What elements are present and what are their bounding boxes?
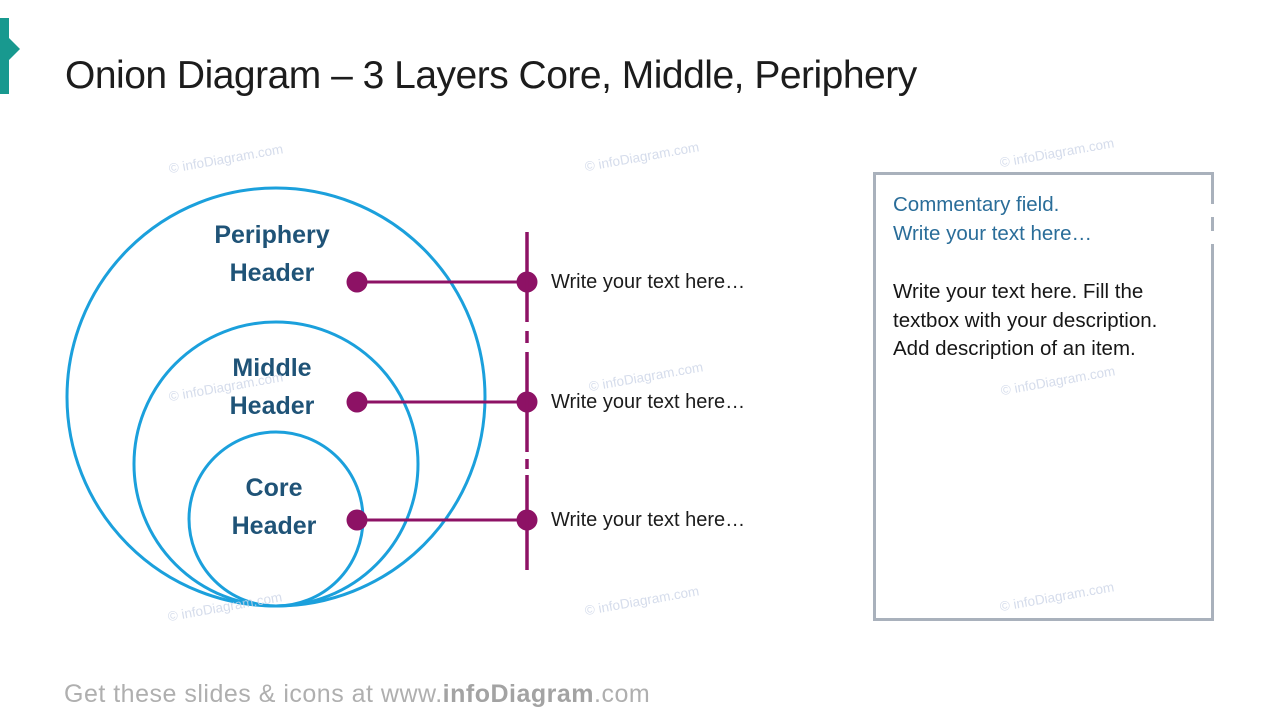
page-title: Onion Diagram – 3 Layers Core, Middle, P…	[65, 54, 917, 98]
middle-note-placeholder[interactable]: Write your text here…	[551, 391, 746, 413]
periphery-note-placeholder[interactable]: Write your text here…	[551, 271, 746, 293]
periphery-connector-dot-left	[346, 271, 368, 293]
footer-suffix: .com	[594, 680, 651, 708]
core-layer-label[interactable]: Core Header	[231, 474, 317, 540]
accent-bar	[0, 18, 9, 94]
footer-prefix: Get these slides & icons at www.	[64, 680, 443, 708]
accent-chevron-icon	[9, 38, 20, 60]
footer-brand: infoDiagram	[442, 680, 595, 708]
commentary-box[interactable]	[873, 172, 1214, 621]
core-connector-dot-left	[346, 509, 368, 531]
commentary-box-border-gap-bottom	[1205, 231, 1217, 244]
core-note-placeholder[interactable]: Write your text here…	[551, 509, 746, 531]
commentary-box-border-gap-top	[1205, 204, 1217, 217]
middle-connector-dot-left	[346, 391, 368, 413]
commentary-heading[interactable]: Commentary field. Write your text here…	[893, 193, 1092, 245]
footer-credit: Get these slides & icons at www.infoDiag…	[64, 680, 650, 709]
periphery-layer-label[interactable]: Periphery Header	[214, 221, 330, 287]
middle-layer-label[interactable]: Middle Header	[229, 354, 315, 420]
commentary-body[interactable]: Write your text here. Fill the textbox w…	[893, 280, 1158, 360]
